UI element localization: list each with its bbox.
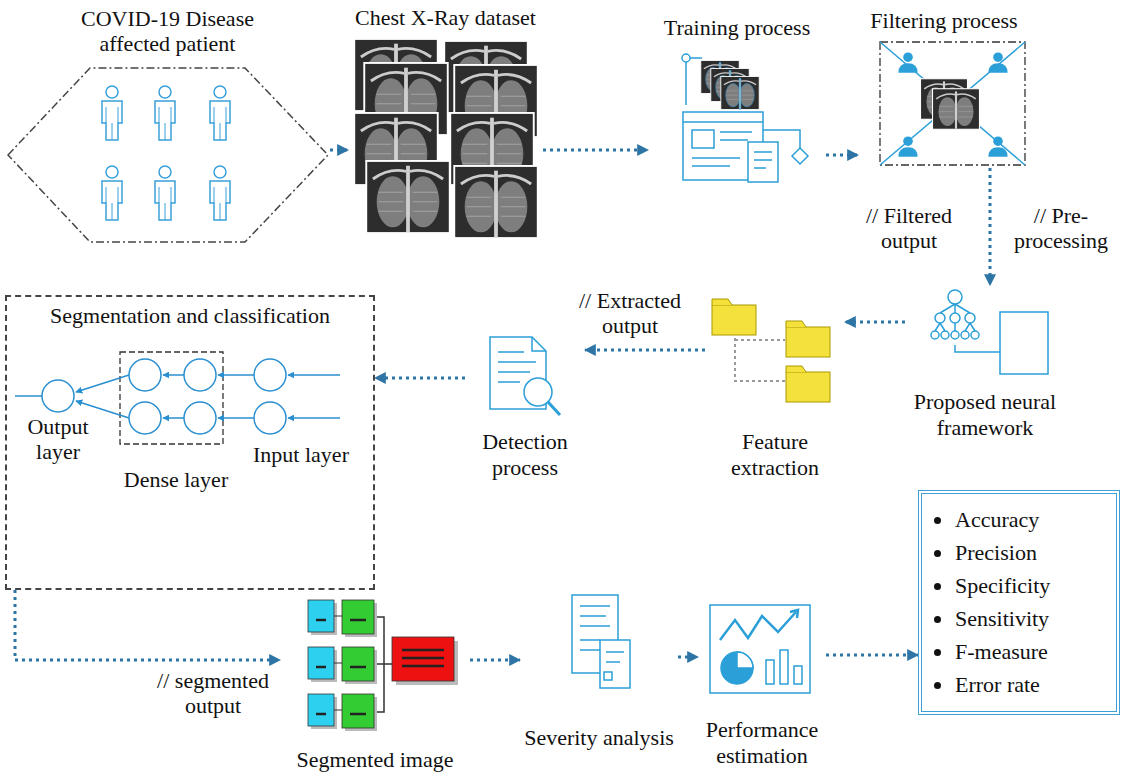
edge-label: // Extracted output [555, 288, 705, 339]
metric-text: Accuracy [955, 507, 1039, 532]
node-label: Dense layer [124, 467, 228, 492]
metric-item: Sensitivity [934, 603, 1049, 636]
person-icon [102, 86, 122, 140]
annotation: // Pre-processing [1000, 203, 1122, 254]
person-icon [155, 86, 175, 140]
metric-item: Accuracy [934, 504, 1039, 537]
training-icon [682, 54, 808, 182]
bullet-dot [934, 616, 941, 623]
metric-text: F-measure [955, 639, 1048, 664]
metric-item: F-measure [934, 636, 1048, 669]
layer-box: Dense layer [115, 350, 237, 492]
edge-annotation: // Extracted output [555, 288, 705, 339]
flow-arrow [330, 149, 348, 152]
severity-icon [572, 595, 630, 688]
edge-annotation: // segmented output [148, 668, 278, 719]
node-label: Proposed neural framework [907, 389, 1063, 440]
flow-arrow [470, 659, 520, 662]
process-icon: Filtering process [858, 8, 1030, 168]
xray-stack [354, 39, 537, 238]
flow-arrow [826, 154, 858, 157]
metric-item: Error rate [934, 669, 1040, 702]
annotation: // Filtered output [850, 203, 968, 254]
patient-group: COVID-19 Disease affected patient [5, 6, 330, 244]
node-label: Segmented image [296, 747, 453, 772]
process-icon: Segmented image [280, 592, 470, 772]
dataset-group: Chest X-Ray dataset [348, 5, 543, 245]
process-icon: Performance estimation [698, 600, 826, 768]
flow-arrow [678, 656, 698, 659]
node-label: Performance estimation [700, 717, 824, 768]
detection-icon [490, 337, 560, 415]
bullet-dot [934, 517, 941, 524]
bullet-dot [934, 649, 941, 656]
flow-arrow [585, 349, 705, 352]
person-icon [102, 166, 122, 220]
hexagon-outline [8, 68, 328, 242]
node-label: COVID-19 Disease affected patient [63, 6, 273, 57]
annotation-label: Output layer [16, 414, 100, 465]
annotation: Output layer [16, 414, 100, 465]
flow-arrow [989, 168, 992, 285]
process-icon: Training process [648, 15, 826, 195]
performance-icon [710, 605, 810, 693]
folder-icon [712, 299, 830, 402]
bullet-dot [934, 682, 941, 689]
node-label: Chest X-Ray dataset [355, 5, 536, 30]
annotation-label: // Filtered output [850, 203, 968, 254]
segmented-icon [308, 600, 458, 731]
annotation-label: // Pre-processing [1000, 203, 1122, 254]
metric-text: Sensitivity [955, 606, 1049, 631]
metric-item: Specificity [934, 570, 1050, 603]
patient-group [8, 68, 328, 242]
process-icon: Severity analysis [520, 588, 678, 750]
flow-arrow [15, 590, 280, 660]
flow-arrow [845, 321, 905, 324]
node-label: Severity analysis [524, 725, 674, 750]
bullet-dot [934, 583, 941, 590]
network-icon [931, 290, 1048, 374]
annotation: Input layer [236, 442, 366, 467]
annotation-label: Input layer [236, 442, 366, 467]
node-label: Training process [664, 15, 810, 40]
person-icon [155, 166, 175, 220]
person-icon [210, 166, 230, 220]
metric-text: Specificity [955, 573, 1050, 598]
node-label: Filtering process [870, 8, 1017, 33]
flow-arrow [826, 654, 918, 657]
node-label: Segmentation and classification [50, 303, 330, 328]
person-icon [210, 86, 230, 140]
metric-item: Precision [934, 537, 1037, 570]
process-icon: Detection process [465, 330, 585, 480]
flow-arrow [375, 377, 465, 380]
metrics-box: AccuracyPrecisionSpecificitySensitivityF… [918, 490, 1120, 715]
process-icon: Proposed neural framework [905, 285, 1065, 440]
metric-text: Precision [955, 540, 1037, 565]
metric-text: Error rate [955, 672, 1040, 697]
bullet-dot [934, 550, 941, 557]
filtering-icon [880, 42, 1025, 165]
node-label: Detection process [467, 429, 583, 480]
node-label: Feature extraction [707, 429, 843, 480]
process-icon: Feature extraction [705, 290, 845, 480]
flow-arrow [543, 149, 648, 152]
edge-label: // segmented output [148, 668, 278, 719]
